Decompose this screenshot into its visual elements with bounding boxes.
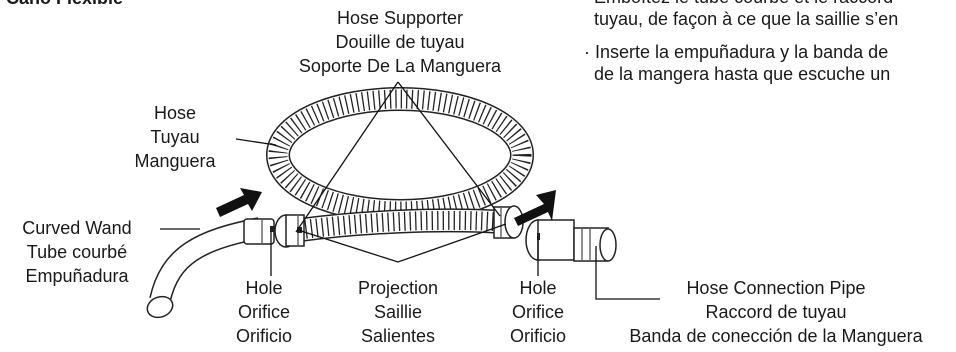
insert-arrow-left [216, 188, 262, 217]
label-hose-supporter: Hose Supporter Douille de tuyau Soporte … [298, 8, 502, 76]
label-hole-right: Hole Orifice Orificio [509, 278, 566, 346]
label-hose-connection-pipe: Hose Connection Pipe Raccord de tuyau Ba… [629, 278, 923, 346]
label-curved-wand: Curved Wand Tube courbé Empuñadura [22, 218, 132, 286]
leader-hose [235, 138, 277, 146]
instruction-line-3: · Inserte la empuñadura y la banda de [584, 42, 889, 62]
hose-coil [266, 87, 534, 223]
instruction-line-1: Emboîtez le tube courbé et le raccord [594, 0, 893, 8]
leader-projection [297, 223, 507, 263]
hose-connection-pipe [525, 219, 617, 262]
insert-arrow-right [514, 190, 556, 226]
hose-lower-run [298, 208, 503, 242]
instruction-line-4: de la mangera hasta que escuche un [594, 64, 891, 84]
page-title: Caño Flexible [6, 0, 123, 9]
instruction-line-2: tuyau, de façon à ce que la saillie s’en [594, 9, 899, 29]
leader-connection [595, 246, 660, 300]
curved-wand [146, 217, 275, 319]
leader-supporter [295, 81, 501, 233]
label-hole-left: Hole Orifice Orificio [235, 278, 292, 346]
label-projection: Projection Saillie Salientes [357, 278, 439, 346]
label-hose: Hose Tuyau Manguera [134, 103, 216, 171]
